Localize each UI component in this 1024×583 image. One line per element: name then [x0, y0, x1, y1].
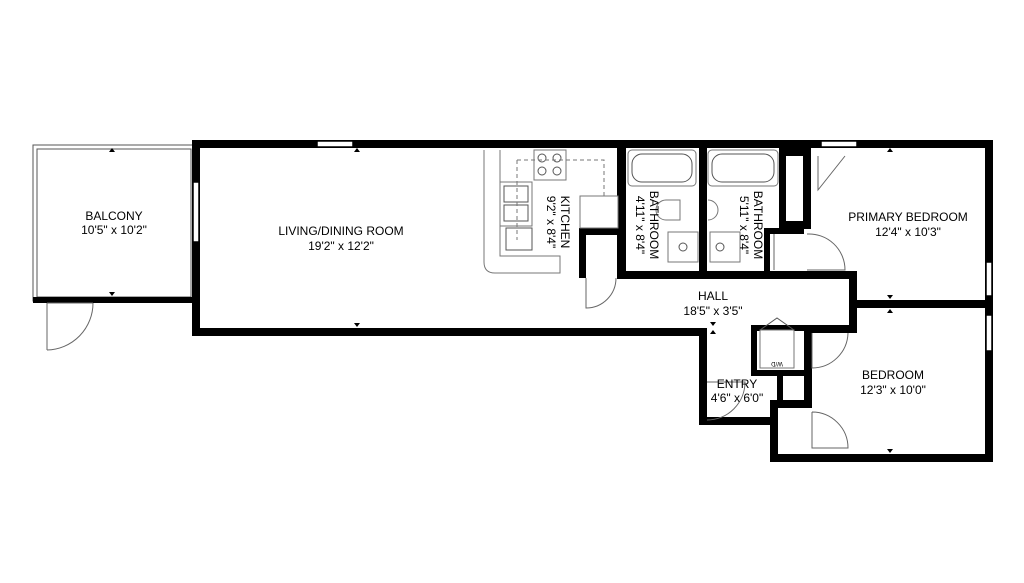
kitchen-size: 9'2" x 8'4" — [544, 196, 558, 248]
balcony-area — [32, 144, 196, 351]
bedroom-name: BEDROOM — [862, 368, 924, 382]
balcony-size: 10'5" x 10'2" — [81, 223, 147, 237]
primary-name: PRIMARY BEDROOM — [848, 210, 968, 224]
entry-name: ENTRY — [717, 377, 757, 391]
entry-size: 4'6" x 6'0" — [711, 391, 763, 405]
living-size: 19'2" x 12'2" — [308, 239, 374, 253]
room-labels: BALCONY 10'5" x 10'2" LIVING/DINING ROOM… — [81, 191, 968, 405]
markers — [109, 148, 893, 453]
doors — [585, 155, 849, 449]
windows — [192, 140, 993, 352]
kitchen-fixtures — [483, 149, 619, 274]
living-name: LIVING/DINING ROOM — [278, 224, 403, 238]
hall-size: 18'5" x 3'5" — [683, 304, 742, 318]
primary-size: 12'4" x 10'3" — [875, 225, 941, 239]
hall-name: HALL — [698, 289, 728, 303]
kitchen-name: KITCHEN — [558, 196, 572, 249]
bathroom-fixtures — [627, 149, 779, 263]
interior-walls — [579, 148, 993, 408]
washer-dryer-label: W/D — [771, 360, 783, 366]
bath1-size: 4'11" x 8'4" — [633, 196, 647, 254]
bath2-size: 5'11" x 8'4" — [737, 196, 751, 254]
balcony-name: BALCONY — [85, 209, 142, 223]
bedroom-size: 12'3" x 10'0" — [860, 383, 926, 397]
bath1-name: BATHROOM — [647, 191, 661, 259]
bath2-name: BATHROOM — [751, 191, 765, 259]
